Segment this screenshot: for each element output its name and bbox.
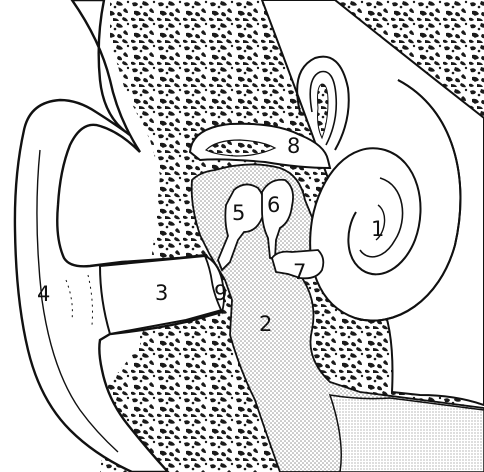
label-8: 8 <box>287 134 300 158</box>
label-3: 3 <box>155 281 168 305</box>
label-1: 1 <box>371 217 384 241</box>
lower-canal <box>330 395 484 472</box>
label-6: 6 <box>267 193 280 217</box>
label-7: 7 <box>293 260 306 284</box>
label-5: 5 <box>232 201 245 225</box>
label-9: 9 <box>214 281 227 305</box>
label-2: 2 <box>259 312 272 336</box>
label-4: 4 <box>37 282 50 306</box>
